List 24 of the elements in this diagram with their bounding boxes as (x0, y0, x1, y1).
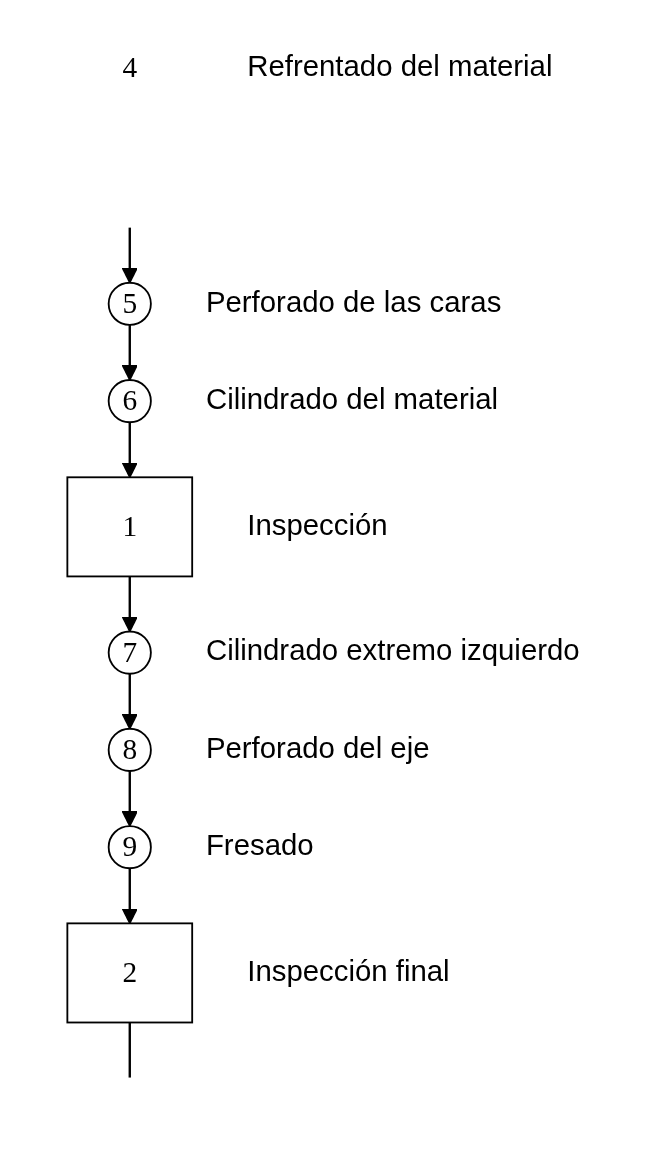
step-description: Cilindrado extremo izquierdo (206, 633, 580, 667)
step-description: Perforado del eje (206, 730, 430, 764)
arrow (122, 227, 139, 284)
node-box: 2 (66, 922, 194, 1024)
step-description: Inspección final (247, 953, 450, 987)
node-box: 1 (66, 476, 194, 578)
arrow (122, 324, 139, 381)
arrow (122, 422, 139, 479)
step-description: Perforado de las caras (206, 284, 502, 318)
node-text: 4 (122, 51, 138, 83)
node-circle: 9 (108, 825, 153, 870)
step-description: Cilindrado del material (206, 381, 499, 415)
arrow (122, 673, 139, 730)
arrow (122, 868, 139, 925)
connector (128, 1022, 132, 1078)
step-description: Fresado (206, 827, 314, 861)
node-circle: 7 (108, 630, 153, 675)
arrow (122, 576, 139, 633)
node-circle: 5 (108, 281, 153, 326)
node-circle: 6 (108, 379, 153, 424)
node-circle: 8 (108, 727, 153, 772)
step-description: Inspección (247, 507, 388, 541)
step-description: Refrentado del material (247, 48, 553, 82)
arrow (122, 771, 139, 827)
